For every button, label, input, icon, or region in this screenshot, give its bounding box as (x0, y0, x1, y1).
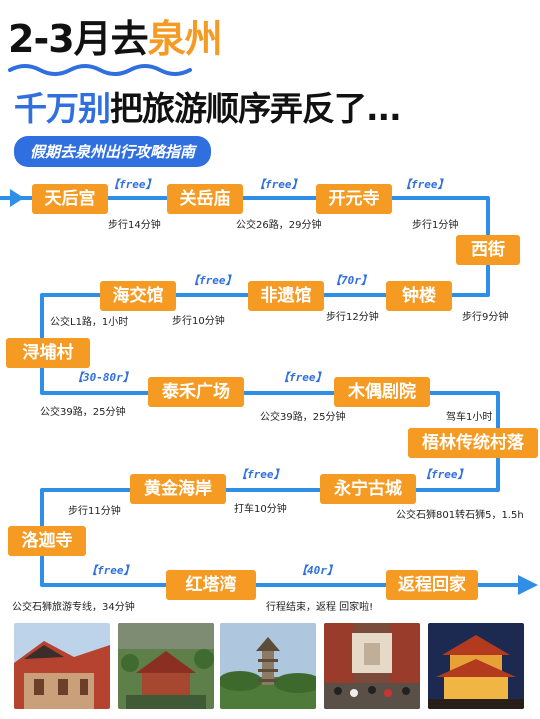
stop-kaiyuan-temple[interactable]: 开元寺 (316, 184, 392, 214)
transport-caption: 公交39路，25分钟 (40, 407, 126, 418)
transport-caption: 公交L1路，1小时 (50, 317, 129, 328)
red-house-photo (14, 623, 110, 709)
stop-return-home[interactable]: 返程回家 (386, 570, 478, 600)
main-title: 2-3月去泉州 (8, 17, 223, 61)
cost-tag: 【70r】 (330, 274, 372, 287)
cost-tag: 【free】 (86, 564, 135, 577)
transport-caption: 步行9分钟 (462, 312, 509, 323)
stop-red-tower-bay[interactable]: 红塔湾 (166, 570, 256, 600)
transport-caption: 公交39路，25分钟 (260, 412, 346, 423)
wave-decoration (8, 64, 192, 76)
stop-puppet-theater[interactable]: 木偶剧院 (334, 377, 430, 407)
cost-tag: 【free】 (400, 178, 449, 191)
stop-golden-coast[interactable]: 黄金海岸 (130, 474, 226, 504)
transport-caption: 步行12分钟 (326, 312, 379, 323)
transport-caption: 步行14分钟 (108, 220, 161, 231)
stop-xunpu-village[interactable]: 浔埔村 (6, 338, 90, 368)
cost-tag: 【40r】 (296, 564, 338, 577)
stop-guanyue-temple[interactable]: 关岳庙 (167, 184, 243, 214)
cost-tag: 【free】 (254, 178, 303, 191)
end-arrow-icon (518, 575, 538, 595)
temple-aerial-photo (118, 623, 214, 709)
stop-bell-tower[interactable]: 钟楼 (386, 281, 452, 311)
night-tower-photo (428, 623, 524, 709)
subtitle: 千万别把旅游顺序弄反了... (14, 89, 402, 128)
stop-luojia-temple[interactable]: 洛迦寺 (8, 526, 86, 556)
pagoda-photo (220, 623, 316, 709)
cost-tag: 【free】 (278, 371, 327, 384)
guide-badge: 假期去泉州出行攻略指南 (14, 136, 212, 167)
stop-tianhou-temple[interactable]: 天后宫 (32, 184, 108, 214)
cost-tag: 【free】 (420, 468, 469, 481)
transport-caption: 驾车1小时 (446, 412, 493, 423)
transport-caption: 公交石狮旅游专线，34分钟 (12, 602, 135, 613)
transport-caption: 步行10分钟 (172, 316, 225, 327)
transport-caption: 公交26路，29分钟 (236, 220, 322, 231)
transport-caption: 步行1分钟 (412, 220, 459, 231)
transport-caption: 行程结束，返程 回家啦! (266, 602, 374, 613)
stop-west-street[interactable]: 西街 (456, 235, 520, 265)
cost-tag: 【free】 (108, 178, 157, 191)
transport-caption: 打车10分钟 (234, 504, 287, 515)
cost-tag: 【30-80r】 (72, 371, 134, 384)
start-arrow-icon (10, 189, 24, 207)
stop-heritage-museum[interactable]: 非遗馆 (248, 281, 324, 311)
street-crowd-photo (324, 623, 420, 709)
cost-tag: 【free】 (188, 274, 237, 287)
stop-wulin-village[interactable]: 梧林传统村落 (408, 428, 538, 458)
transport-caption: 公交石狮801转石狮5，1.5h (396, 510, 524, 521)
stop-yongning-town[interactable]: 永宁古城 (320, 474, 416, 504)
stop-taihe-plaza[interactable]: 泰禾广场 (148, 377, 244, 407)
stop-maritime-museum[interactable]: 海交馆 (100, 281, 176, 311)
transport-caption: 步行11分钟 (68, 506, 121, 517)
cost-tag: 【free】 (236, 468, 285, 481)
